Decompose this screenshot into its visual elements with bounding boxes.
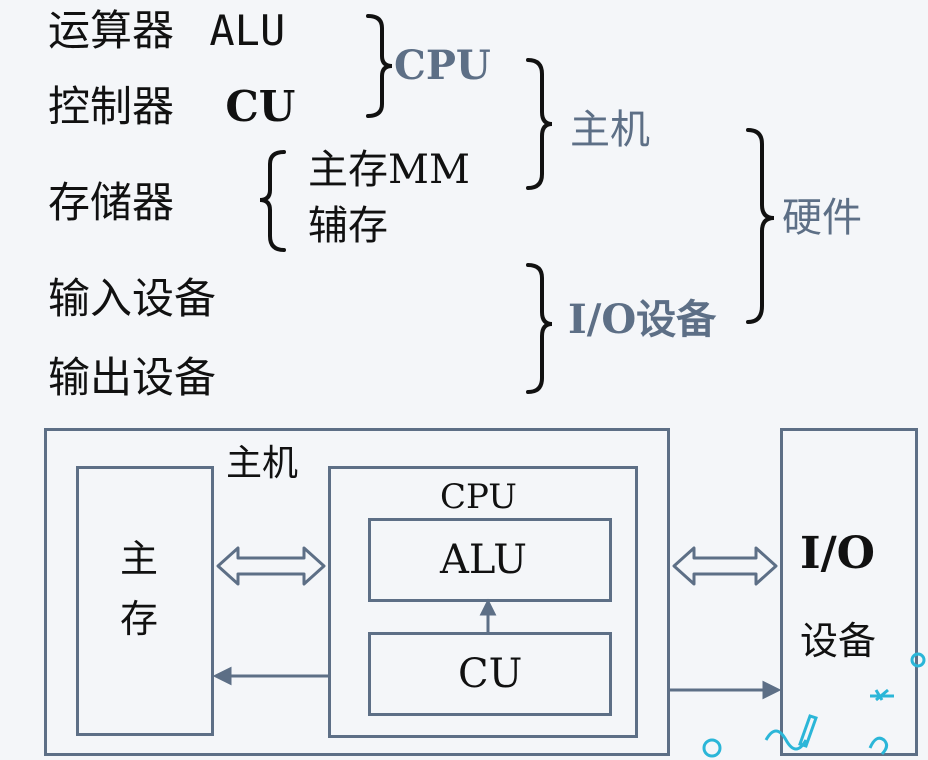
row-cu-label: 控制器 [48, 82, 175, 131]
doodle-circle-icon [702, 738, 722, 758]
arrow-cpu-io [672, 546, 778, 586]
row-input-device: 输入设备 [48, 274, 217, 323]
io-device-box [780, 428, 918, 756]
doodle-hand-icon [868, 736, 889, 756]
group-host: 主机 [570, 107, 650, 153]
host-box [44, 428, 670, 756]
io-box-title: I/O [800, 528, 875, 579]
brace-storage [259, 150, 286, 252]
storage-main-mm: 主存MM [308, 147, 470, 193]
arrow-cu-alu-head [479, 598, 497, 616]
group-hardware: 硬件 [782, 195, 862, 241]
row-alu-abbr: ALU [209, 6, 286, 55]
row-alu: 运算器 ALU [48, 10, 285, 52]
brace-io [526, 263, 553, 394]
group-cpu: CPU [394, 42, 491, 89]
row-alu-label: 运算器 [48, 6, 175, 55]
row-cu: 控制器 CU [48, 86, 295, 128]
host-box-label: 主机 [226, 443, 299, 484]
io-box-sub: 设备 [800, 619, 877, 663]
main-memory-label-2: 存 [120, 597, 159, 641]
doodle-swirl-icon [764, 729, 808, 751]
brace-host [526, 58, 553, 190]
cpu-box-label: CPU [440, 477, 517, 517]
arrow-cpu-memory-head [212, 666, 232, 686]
doodle-pencil-icon [798, 714, 818, 748]
arrow-cpu-io-output-head [762, 680, 782, 700]
arrow-memory-cpu [216, 546, 326, 586]
alu-label: ALU [440, 537, 527, 583]
storage-aux: 辅存 [308, 203, 388, 249]
doodle-star-icon [870, 688, 894, 702]
main-memory-label-1: 主 [120, 537, 159, 581]
cpu-box [328, 466, 638, 738]
row-storage: 存储器 [48, 178, 175, 227]
row-cu-abbr: CU [225, 82, 296, 131]
alu-box [368, 518, 612, 602]
main-memory-box [76, 466, 214, 736]
row-output-device: 输出设备 [48, 353, 217, 402]
group-io-device: I/O设备 [568, 296, 717, 343]
cu-label: CU [458, 651, 523, 697]
brace-cpu [366, 14, 393, 118]
cu-box [368, 632, 612, 716]
doodle-dot-icon [910, 652, 926, 668]
brace-hardware [746, 128, 775, 324]
